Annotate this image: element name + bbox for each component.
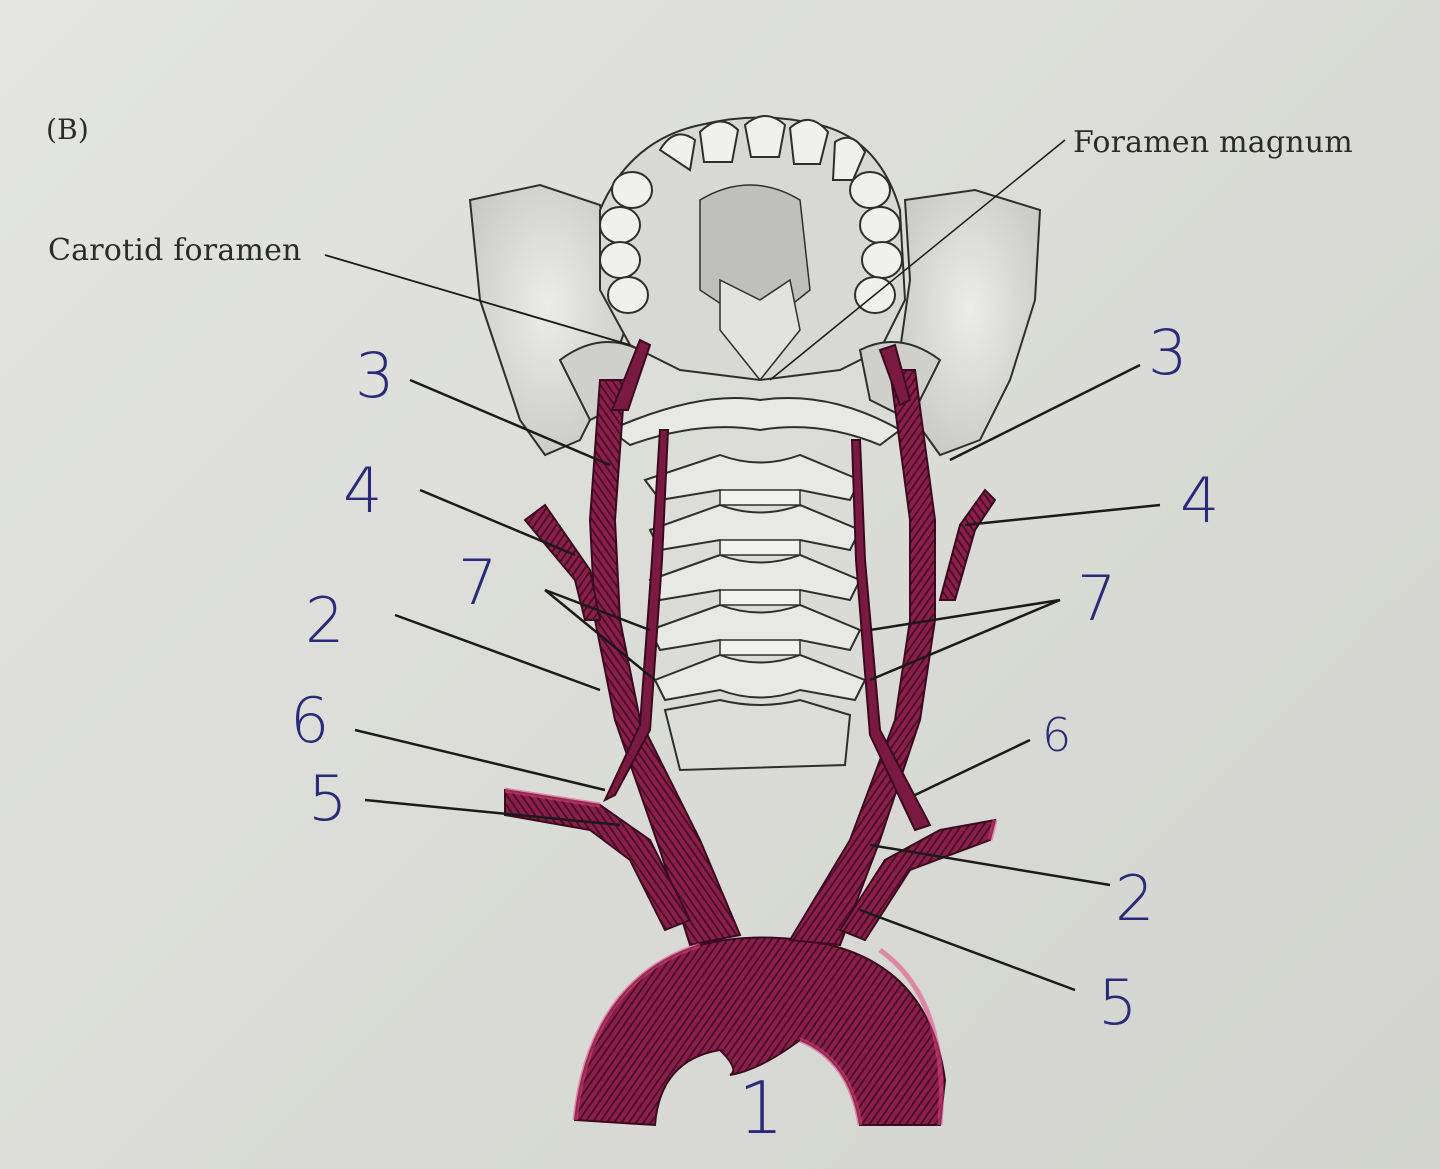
hand-number-left-7: 7 (458, 546, 498, 619)
hand-number-right-6: 6 (1042, 708, 1072, 762)
label-foramen-magnum: Foramen magnum (1073, 125, 1353, 160)
hand-number-left-4: 4 (343, 454, 383, 527)
cervical-vertebrae (608, 397, 902, 772)
teeth (599, 115, 903, 314)
highlighter-marks (504, 787, 998, 1126)
hand-number-right-2: 2 (1115, 862, 1155, 935)
hand-number-left-5: 5 (308, 762, 348, 835)
hand-number-aortic-arch-1: 1 (738, 1066, 784, 1150)
arterial-tree (504, 338, 997, 1127)
hand-number-left-3: 3 (355, 339, 395, 412)
hand-number-right-5: 5 (1098, 966, 1138, 1039)
panel-label: (B) (46, 113, 90, 146)
hand-number-right-7: 7 (1077, 562, 1117, 635)
hand-number-left-2: 2 (305, 584, 345, 657)
hand-number-right-3: 3 (1148, 316, 1188, 389)
hand-number-left-6: 6 (290, 684, 330, 757)
label-carotid-foramen: Carotid foramen (48, 233, 302, 268)
leader-lines (324, 139, 1161, 992)
hand-number-right-4: 4 (1180, 464, 1220, 537)
skull-base (468, 115, 1042, 457)
